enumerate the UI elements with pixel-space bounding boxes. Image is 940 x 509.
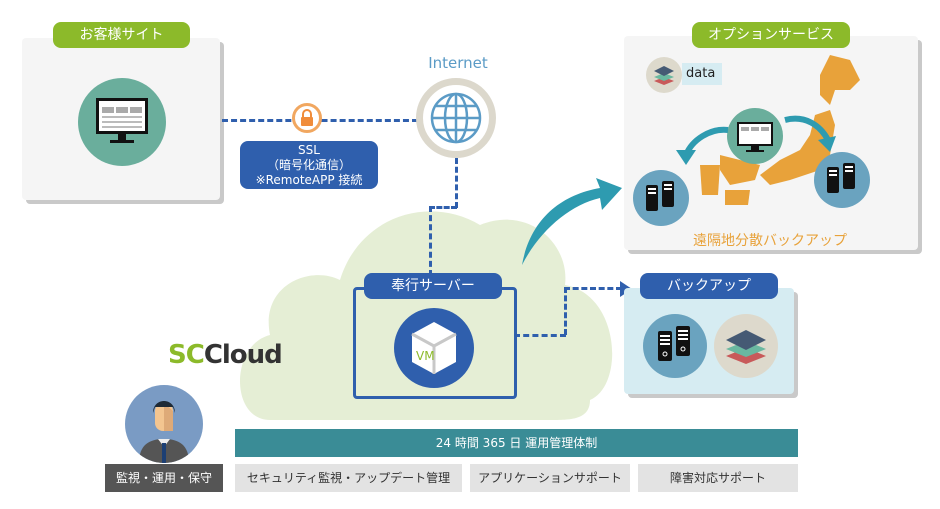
support-item-security: セキュリティ監視・アップデート管理 xyxy=(235,464,462,492)
vm-label: VM xyxy=(416,349,435,363)
monitor-icon-option xyxy=(727,108,783,164)
data-layers-icon xyxy=(714,314,778,378)
ssl-line2: （暗号化通信） xyxy=(266,158,351,172)
lock-icon xyxy=(292,103,322,133)
sync-arrows-icon xyxy=(676,115,836,165)
logo-prefix: SC xyxy=(168,340,205,370)
ssl-line1: SSL xyxy=(298,143,320,157)
internet-label: Internet xyxy=(428,54,488,72)
connection-line-internet xyxy=(455,158,458,208)
server-icon-option-left xyxy=(633,170,689,226)
backup-title: バックアップ xyxy=(640,273,778,299)
sccloud-logo: SCCloud xyxy=(168,340,283,370)
server-title: 奉行サーバー xyxy=(364,273,502,299)
option-service-title: オプションサービス xyxy=(692,22,850,48)
monitor-icon xyxy=(78,78,166,166)
connection-line-backup-h xyxy=(564,287,622,290)
operations-banner: 24 時間 365 日 運用管理体制 xyxy=(235,429,798,457)
role-label: 監視・運用・保守 xyxy=(105,464,223,492)
logo-suffix: Cloud xyxy=(203,340,283,370)
operator-avatar xyxy=(125,385,203,463)
connection-line-backup-v xyxy=(564,287,567,335)
data-icon xyxy=(646,57,682,93)
ssl-label: SSL （暗号化通信） ※RemoteAPP 接続 xyxy=(240,141,378,189)
connection-line-internet-v2 xyxy=(429,206,432,276)
customer-site-title: お客様サイト xyxy=(53,22,190,48)
vm-icon: VM xyxy=(394,308,474,388)
support-item-incident: 障害対応サポート xyxy=(638,464,798,492)
option-service-caption: 遠隔地分散バックアップ xyxy=(693,233,847,249)
connection-line-internet-h xyxy=(429,206,457,209)
support-item-application: アプリケーションサポート xyxy=(470,464,630,492)
server-icon xyxy=(643,314,707,378)
connection-line-backup xyxy=(514,334,566,337)
data-label: data xyxy=(682,63,722,85)
server-icon-option-right xyxy=(814,152,870,208)
ssl-line3: ※RemoteAPP 接続 xyxy=(255,173,363,187)
curved-arrow-icon xyxy=(522,178,622,265)
globe-icon xyxy=(416,78,496,158)
